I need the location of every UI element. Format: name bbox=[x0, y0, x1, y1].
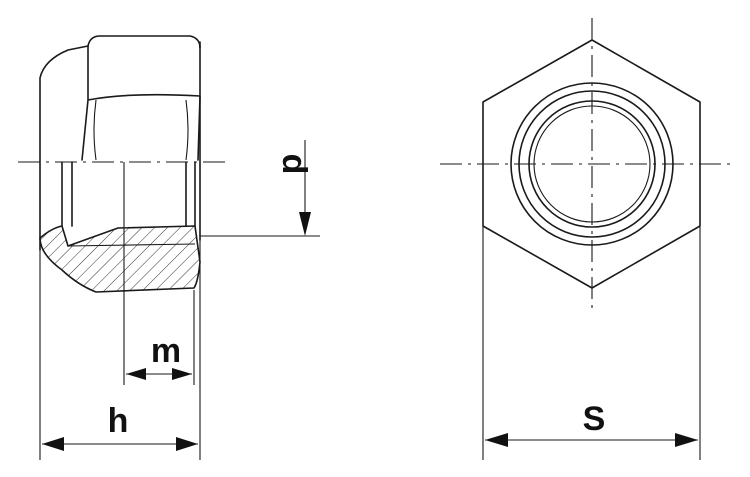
chamfer-lines bbox=[93, 99, 189, 161]
section-hatching bbox=[40, 226, 200, 292]
side-view bbox=[18, 35, 320, 460]
section-outline bbox=[39, 225, 201, 293]
nylon-insert-dome bbox=[87, 35, 201, 49]
label-m: m bbox=[151, 332, 181, 370]
label-d: d bbox=[275, 154, 313, 175]
label-s: S bbox=[583, 400, 606, 438]
dimension-h: h bbox=[42, 402, 198, 451]
hex-flat-lines bbox=[81, 45, 201, 161]
dimension-d: d bbox=[275, 140, 313, 236]
dimension-s: S bbox=[485, 400, 698, 447]
top-view bbox=[440, 18, 730, 460]
dimension-m: m bbox=[126, 332, 192, 380]
side-view-outline bbox=[39, 41, 201, 251]
thread-root-line bbox=[67, 243, 196, 247]
label-h: h bbox=[108, 402, 129, 440]
inner-bore bbox=[61, 161, 196, 227]
